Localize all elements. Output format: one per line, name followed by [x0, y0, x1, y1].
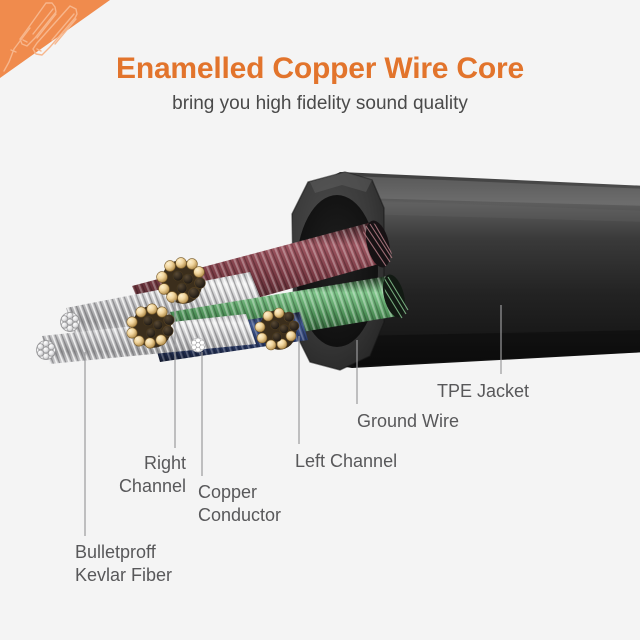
- label-ground-wire: Ground Wire: [357, 411, 460, 431]
- heading-block: Enamelled Copper Wire Core bring you hig…: [0, 52, 640, 116]
- kevlar-fiber-bundle-upper: [60, 272, 262, 338]
- page-title: Enamelled Copper Wire Core: [116, 52, 524, 85]
- jacket-highlight: [352, 176, 640, 206]
- page-subtitle: bring you high fidelity sound quality: [172, 93, 468, 114]
- tpe-jacket-body: [318, 172, 640, 368]
- copper-conductor-end-upper: [156, 257, 206, 304]
- cut-face-bevel-highlight: [310, 172, 372, 193]
- jacket-cut-face-outline: [291, 171, 385, 371]
- kevlar-upper-texture: [66, 272, 262, 338]
- copper-conductor-end-right: [254, 307, 300, 351]
- copper-conductor-end-lower: [126, 303, 175, 349]
- kevlar-lower-cut-end: [36, 340, 56, 360]
- label-kevlar-fiber: Bulletproff Kevlar Fiber: [75, 542, 173, 585]
- copper-end-lower-beads: [126, 303, 175, 349]
- label-right-channel: Right Channel: [118, 453, 186, 496]
- label-tpe-jacket: TPE Jacket: [437, 381, 530, 401]
- label-copper-conductor: Copper Conductor: [198, 482, 282, 525]
- ground-wire-fiber-cut-end: [190, 337, 206, 353]
- jacket-highlight-secondary: [356, 200, 640, 222]
- right-channel-end-strands: [361, 222, 393, 267]
- copper-end-right-beads: [254, 307, 300, 351]
- copper-end-upper-beads: [156, 257, 206, 304]
- kevlar-upper-cut-end: [60, 312, 80, 332]
- label-left-channel: Left Channel: [295, 451, 398, 471]
- jacket-shadow: [350, 330, 640, 366]
- leader-lines: [84, 300, 502, 536]
